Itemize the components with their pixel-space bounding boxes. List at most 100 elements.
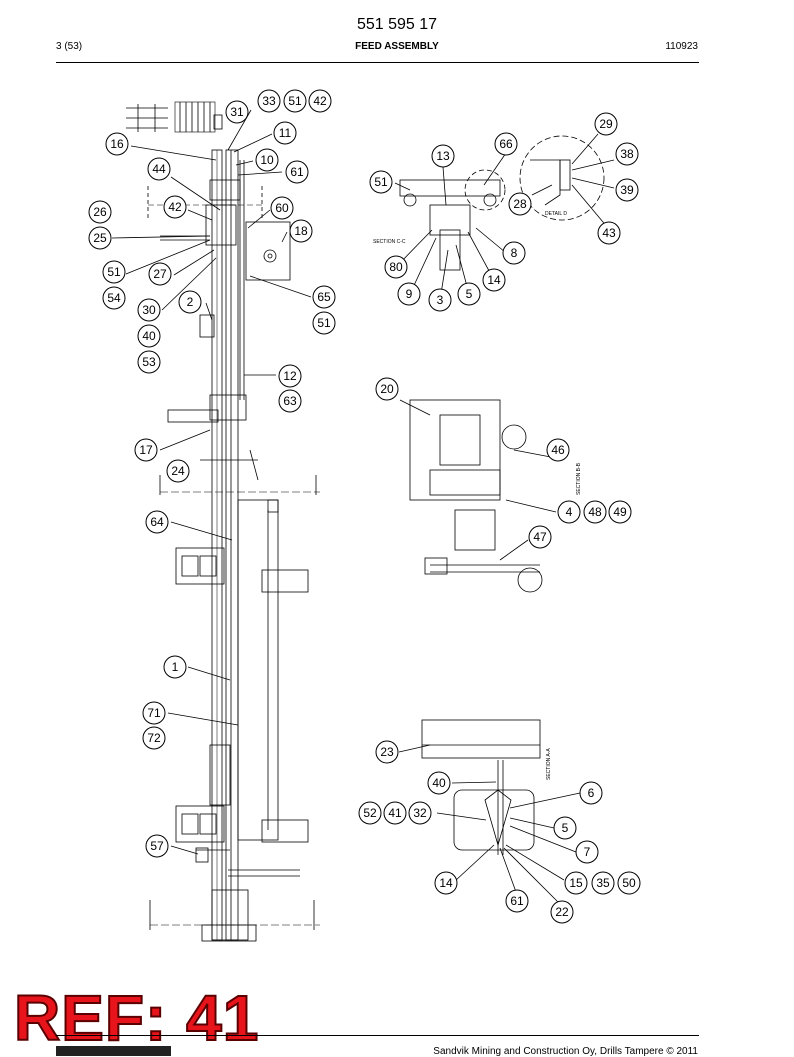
svg-text:26: 26 xyxy=(93,205,107,219)
svg-text:51: 51 xyxy=(107,265,121,279)
callout-54: 54 xyxy=(102,286,126,310)
callout-2: 2 xyxy=(178,290,202,314)
callout-66: 66 xyxy=(494,132,518,156)
header-divider xyxy=(56,62,699,63)
svg-text:32: 32 xyxy=(413,806,427,820)
callout-51c: 51 xyxy=(312,311,336,335)
footer-copyright: Sandvik Mining and Construction Oy, Dril… xyxy=(433,1046,698,1057)
document-number: 551 595 17 xyxy=(356,16,438,33)
detail-d-label: DETAIL D xyxy=(545,211,567,217)
callout-41: 41 xyxy=(383,801,407,825)
revision-code: 110923 xyxy=(665,41,698,52)
svg-text:39: 39 xyxy=(620,183,634,197)
svg-text:27: 27 xyxy=(153,267,167,281)
callout-9: 9 xyxy=(397,282,421,306)
callout-30: 30 xyxy=(137,298,161,322)
svg-text:6: 6 xyxy=(588,786,595,800)
callout-32: 32 xyxy=(408,801,432,825)
callout-23: 23 xyxy=(375,740,399,764)
callout-57: 57 xyxy=(145,834,169,858)
svg-text:72: 72 xyxy=(147,731,161,745)
callout-42: 42 xyxy=(308,89,332,113)
callout-16: 16 xyxy=(105,132,129,156)
svg-text:20: 20 xyxy=(380,382,394,396)
svg-text:46: 46 xyxy=(551,443,565,457)
svg-text:54: 54 xyxy=(107,291,121,305)
svg-text:33: 33 xyxy=(262,94,276,108)
svg-text:13: 13 xyxy=(436,149,450,163)
svg-text:61: 61 xyxy=(510,894,524,908)
callout-24: 24 xyxy=(166,459,190,483)
callout-5b: 5 xyxy=(553,816,577,840)
section-bb-view: SECTION B-B xyxy=(399,399,582,593)
svg-text:38: 38 xyxy=(620,147,634,161)
svg-text:8: 8 xyxy=(511,246,518,260)
svg-text:28: 28 xyxy=(513,197,527,211)
callout-22: 22 xyxy=(550,900,574,924)
callout-65: 65 xyxy=(312,285,336,309)
svg-text:63: 63 xyxy=(283,394,297,408)
svg-text:1: 1 xyxy=(172,660,179,674)
callout-20: 20 xyxy=(375,377,399,401)
callout-44: 44 xyxy=(147,157,171,181)
callout-50: 50 xyxy=(617,871,641,895)
callout-47: 47 xyxy=(528,525,552,549)
section-cc-label: SECTION C-C xyxy=(373,239,406,245)
callout-61: 61 xyxy=(285,160,309,184)
callouts: 1 2 3 4 5 5 6 7 8 9 10 11 12 13 14 14 15… xyxy=(88,89,641,924)
svg-text:49: 49 xyxy=(613,505,627,519)
svg-text:25: 25 xyxy=(93,231,107,245)
callout-6: 6 xyxy=(579,781,603,805)
svg-text:50: 50 xyxy=(622,876,636,890)
svg-text:12: 12 xyxy=(283,369,297,383)
callout-46: 46 xyxy=(546,438,570,462)
callout-8: 8 xyxy=(502,241,526,265)
svg-text:11: 11 xyxy=(279,126,292,140)
callout-10: 10 xyxy=(255,148,279,172)
svg-text:42: 42 xyxy=(313,94,327,108)
callout-38: 38 xyxy=(615,142,639,166)
svg-text:14: 14 xyxy=(487,273,501,287)
callout-72: 72 xyxy=(142,726,166,750)
footer-divider xyxy=(56,1035,699,1036)
callout-64: 64 xyxy=(145,510,169,534)
callout-52: 52 xyxy=(358,801,382,825)
callout-35: 35 xyxy=(591,871,615,895)
svg-text:47: 47 xyxy=(533,530,547,544)
svg-text:48: 48 xyxy=(588,505,602,519)
callout-11: 11 xyxy=(273,121,297,145)
svg-text:14: 14 xyxy=(439,876,453,890)
callout-12: 12 xyxy=(278,364,302,388)
callout-5: 5 xyxy=(457,282,481,306)
svg-text:80: 80 xyxy=(389,260,403,274)
callout-17: 17 xyxy=(134,438,158,462)
svg-text:60: 60 xyxy=(275,201,289,215)
callout-4: 4 xyxy=(557,500,581,524)
reference-stamp: REF: 41 xyxy=(13,982,260,1054)
callout-18: 18 xyxy=(289,219,313,243)
callout-80: 80 xyxy=(384,255,408,279)
section-aa-label: SECTION A-A xyxy=(546,748,552,780)
svg-text:5: 5 xyxy=(562,821,569,835)
callout-40b: 40 xyxy=(427,771,451,795)
svg-text:43: 43 xyxy=(602,226,616,240)
brand-logo xyxy=(56,1046,171,1056)
callout-49: 49 xyxy=(608,500,632,524)
svg-text:2: 2 xyxy=(187,295,194,309)
svg-text:5: 5 xyxy=(466,287,473,301)
callout-28: 28 xyxy=(508,192,532,216)
callout-13: 13 xyxy=(431,144,455,168)
svg-text:52: 52 xyxy=(363,806,377,820)
svg-text:61: 61 xyxy=(290,165,304,179)
svg-text:44: 44 xyxy=(152,162,166,176)
svg-text:51: 51 xyxy=(288,94,302,108)
svg-text:9: 9 xyxy=(406,287,413,301)
svg-text:22: 22 xyxy=(555,905,569,919)
page-title: FEED ASSEMBLY xyxy=(355,41,439,52)
svg-text:23: 23 xyxy=(380,745,394,759)
callout-51b: 51 xyxy=(102,260,126,284)
svg-text:40: 40 xyxy=(142,329,156,343)
callout-42b: 42 xyxy=(163,195,187,219)
svg-text:7: 7 xyxy=(584,845,591,859)
